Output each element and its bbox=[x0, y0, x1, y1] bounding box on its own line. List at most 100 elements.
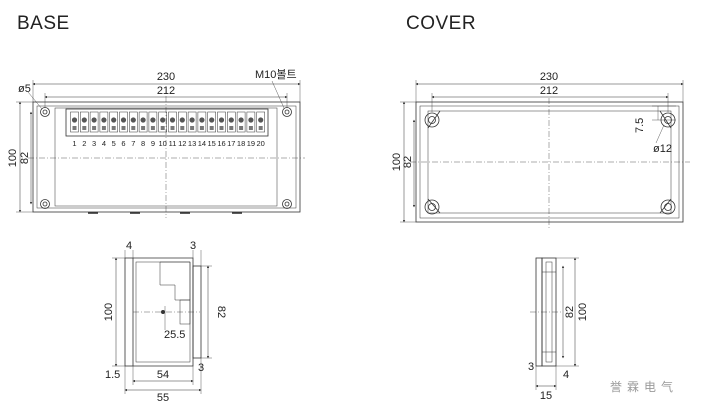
cover-side-bottom-left: 3 bbox=[528, 361, 534, 373]
base-side-view bbox=[112, 250, 212, 394]
terminal-number: 7 bbox=[131, 139, 135, 148]
terminal-clamp-13 bbox=[190, 126, 195, 130]
base-inner-height: 82 bbox=[19, 152, 31, 164]
terminal-number: 8 bbox=[141, 139, 145, 148]
terminal-screw-19 bbox=[248, 117, 254, 123]
terminal-screw-9 bbox=[150, 117, 156, 123]
terminal-clamp-6 bbox=[121, 126, 126, 130]
terminal-screw-7 bbox=[130, 117, 136, 123]
base-side-bottom-left: 1.5 bbox=[105, 369, 120, 381]
cover-overall-height: 100 bbox=[391, 153, 403, 171]
base-side-top-right: 3 bbox=[190, 240, 196, 252]
terminal-number: 17 bbox=[227, 139, 235, 148]
terminal-clamp-17 bbox=[229, 126, 234, 130]
terminal-17 bbox=[227, 111, 236, 133]
terminal-screw-20 bbox=[258, 117, 264, 123]
terminal-number: 4 bbox=[102, 139, 106, 148]
terminal-screw-6 bbox=[120, 117, 127, 123]
terminal-clamp-3 bbox=[92, 126, 97, 130]
terminal-screw-1 bbox=[71, 117, 78, 123]
base-hole-bl-inner bbox=[42, 201, 48, 207]
terminal-number: 19 bbox=[247, 139, 255, 148]
cover-side-view bbox=[530, 257, 579, 390]
cover-side-depth: 15 bbox=[540, 390, 552, 402]
terminal-2 bbox=[80, 111, 89, 133]
terminal-clamp-19 bbox=[248, 126, 253, 130]
cover-hole-tl bbox=[424, 112, 440, 128]
base-inner-width: 212 bbox=[157, 85, 175, 97]
base-side-center-offset: 25.5 bbox=[164, 329, 185, 341]
terminal-number: 12 bbox=[178, 139, 186, 148]
terminal-clamp-4 bbox=[101, 126, 106, 130]
cover-overall-width: 230 bbox=[540, 71, 558, 83]
terminal-number: 16 bbox=[217, 139, 225, 148]
cover-offset: 7.5 bbox=[634, 118, 646, 133]
base-overall-height: 100 bbox=[7, 149, 19, 167]
terminal-clamp-10 bbox=[160, 126, 165, 130]
terminal-number: 3 bbox=[92, 139, 96, 148]
terminal-number: 6 bbox=[121, 139, 125, 148]
base-hole-br bbox=[282, 199, 292, 209]
terminal-number: 15 bbox=[208, 139, 216, 148]
terminal-14 bbox=[197, 111, 207, 133]
base-inner-outline bbox=[36, 105, 297, 209]
base-hole-tr-inner bbox=[284, 109, 290, 115]
terminal-10 bbox=[158, 111, 167, 133]
base-side-height: 100 bbox=[103, 303, 115, 321]
cover-title: COVER bbox=[406, 13, 477, 34]
terminal-19 bbox=[246, 111, 256, 133]
base-side-overall-depth: 55 bbox=[157, 392, 169, 404]
terminal-screw-2 bbox=[81, 117, 87, 123]
base-side-bottom-right: 3 bbox=[198, 362, 204, 374]
terminal-11 bbox=[168, 111, 177, 133]
cover-hole-bl bbox=[424, 199, 440, 215]
terminal-screw-15 bbox=[209, 117, 215, 123]
terminal-number: 14 bbox=[198, 139, 206, 148]
terminal-screw-18 bbox=[238, 117, 244, 123]
cover-inner-width: 212 bbox=[540, 85, 558, 97]
terminal-number: 13 bbox=[188, 139, 196, 148]
base-overall-width: 230 bbox=[157, 71, 175, 83]
terminal-16 bbox=[217, 111, 226, 133]
terminal-18 bbox=[236, 111, 246, 133]
terminal-15 bbox=[207, 111, 216, 133]
terminal-screw-16 bbox=[218, 117, 225, 123]
terminal-clamp-14 bbox=[199, 126, 204, 130]
base-hole-br-inner bbox=[284, 201, 290, 207]
terminal-screw-10 bbox=[160, 117, 166, 123]
terminal-clamp-16 bbox=[219, 126, 224, 130]
terminal-clamp-12 bbox=[180, 126, 185, 130]
terminal-number: 18 bbox=[237, 139, 245, 148]
terminal-clamp-8 bbox=[141, 126, 146, 130]
terminal-20 bbox=[256, 111, 265, 133]
terminal-clamp-20 bbox=[258, 126, 263, 130]
cover-inner-height: 82 bbox=[402, 156, 414, 168]
cover-side-bottom-right: 4 bbox=[563, 369, 569, 381]
base-side-inner-height: 82 bbox=[215, 306, 227, 318]
terminal-screws bbox=[70, 111, 265, 133]
terminal-13 bbox=[187, 111, 197, 133]
terminal-clamp-9 bbox=[150, 126, 155, 130]
terminal-number: 11 bbox=[169, 139, 177, 148]
base-side-inner-depth: 54 bbox=[157, 369, 169, 381]
terminal-number: 9 bbox=[151, 139, 155, 148]
cover-side-height: 100 bbox=[577, 303, 589, 321]
terminal-9 bbox=[148, 111, 158, 133]
terminal-clamp-1 bbox=[72, 126, 77, 130]
terminal-5 bbox=[109, 111, 118, 133]
terminal-block bbox=[65, 108, 269, 137]
base-hole-diameter: ø5 bbox=[18, 83, 31, 95]
cover-hole-diameter: ø12 bbox=[653, 143, 672, 155]
terminal-clamp-5 bbox=[111, 126, 116, 130]
base-outline bbox=[32, 101, 301, 213]
base-hole-tr bbox=[282, 107, 292, 117]
base-top-view bbox=[16, 80, 305, 218]
terminal-3 bbox=[89, 111, 99, 133]
terminal-7 bbox=[129, 111, 138, 133]
terminal-screw-5 bbox=[111, 117, 117, 123]
base-hole-bl bbox=[40, 199, 50, 209]
terminal-number: 5 bbox=[112, 139, 116, 148]
base-side-top-left: 4 bbox=[126, 240, 132, 252]
terminal-number: 10 bbox=[159, 139, 167, 148]
